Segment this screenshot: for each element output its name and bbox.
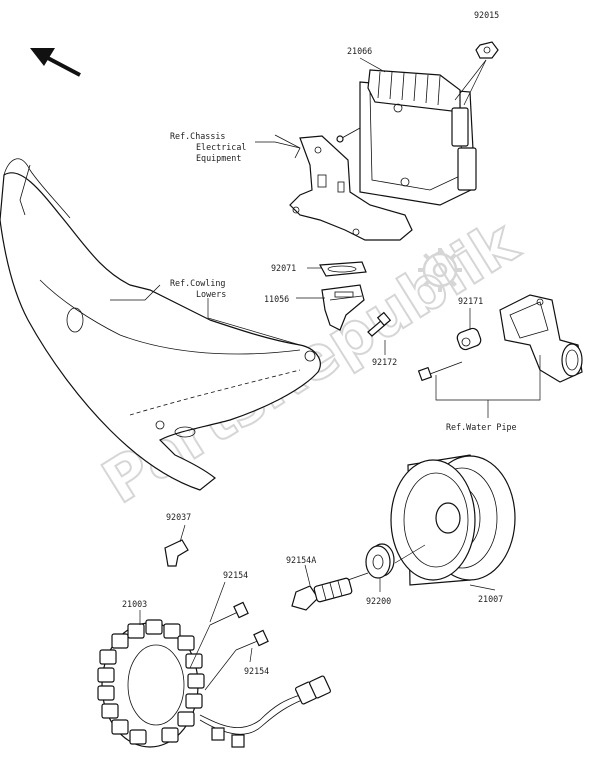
lead-line — [463, 59, 487, 106]
part-number-21066: 21066 — [347, 46, 372, 56]
ref-cowling-label-line2: Lowers — [196, 289, 226, 299]
part-number-92154-lower: 92154 — [244, 666, 269, 676]
grommet — [319, 261, 367, 277]
regulator — [359, 69, 477, 206]
screw — [336, 127, 361, 143]
flywheel-bolt — [291, 577, 353, 611]
clamp-bolt — [417, 361, 463, 382]
water-pipe-fitting — [499, 294, 583, 383]
ref-chassis-label-line2: Electrical — [196, 142, 246, 152]
cowling-lower — [0, 158, 321, 491]
gear-icon — [418, 248, 462, 292]
stator-screw — [235, 629, 269, 651]
stator-screw — [209, 601, 249, 626]
clip — [164, 539, 189, 567]
stator — [97, 619, 331, 748]
part-number-92037: 92037 — [166, 512, 191, 522]
part-number-92172: 92172 — [372, 357, 397, 367]
washer — [365, 543, 395, 579]
part-number-11056: 11056 — [264, 294, 289, 304]
front-direction-arrow-icon — [30, 48, 81, 77]
bolt — [367, 311, 392, 337]
part-number-21007: 21007 — [478, 594, 503, 604]
part-number-92154-upper: 92154 — [223, 570, 248, 580]
part-number-92015: 92015 — [474, 10, 499, 20]
part-number-92154A: 92154A — [286, 555, 316, 565]
ref-water-pipe-label: Ref.Water Pipe — [446, 422, 517, 432]
ref-cowling-label-line1: Ref.Cowling — [170, 278, 225, 288]
nut — [475, 41, 499, 59]
part-labels: 92015 21066 Ref.Chassis Electrical Equip… — [122, 10, 517, 676]
leader-lines — [139, 57, 541, 691]
part-number-92200: 92200 — [366, 596, 391, 606]
part-number-21003: 21003 — [122, 599, 147, 609]
part-number-92071: 92071 — [271, 263, 296, 273]
mounting-bracket — [321, 284, 365, 331]
lead-line — [454, 59, 487, 101]
ref-chassis-label-line1: Ref.Chassis — [170, 131, 225, 141]
clamp — [456, 327, 482, 351]
ref-chassis-label-line3: Equipment — [196, 153, 241, 163]
flywheel — [390, 454, 516, 586]
part-number-92171: 92171 — [458, 296, 483, 306]
